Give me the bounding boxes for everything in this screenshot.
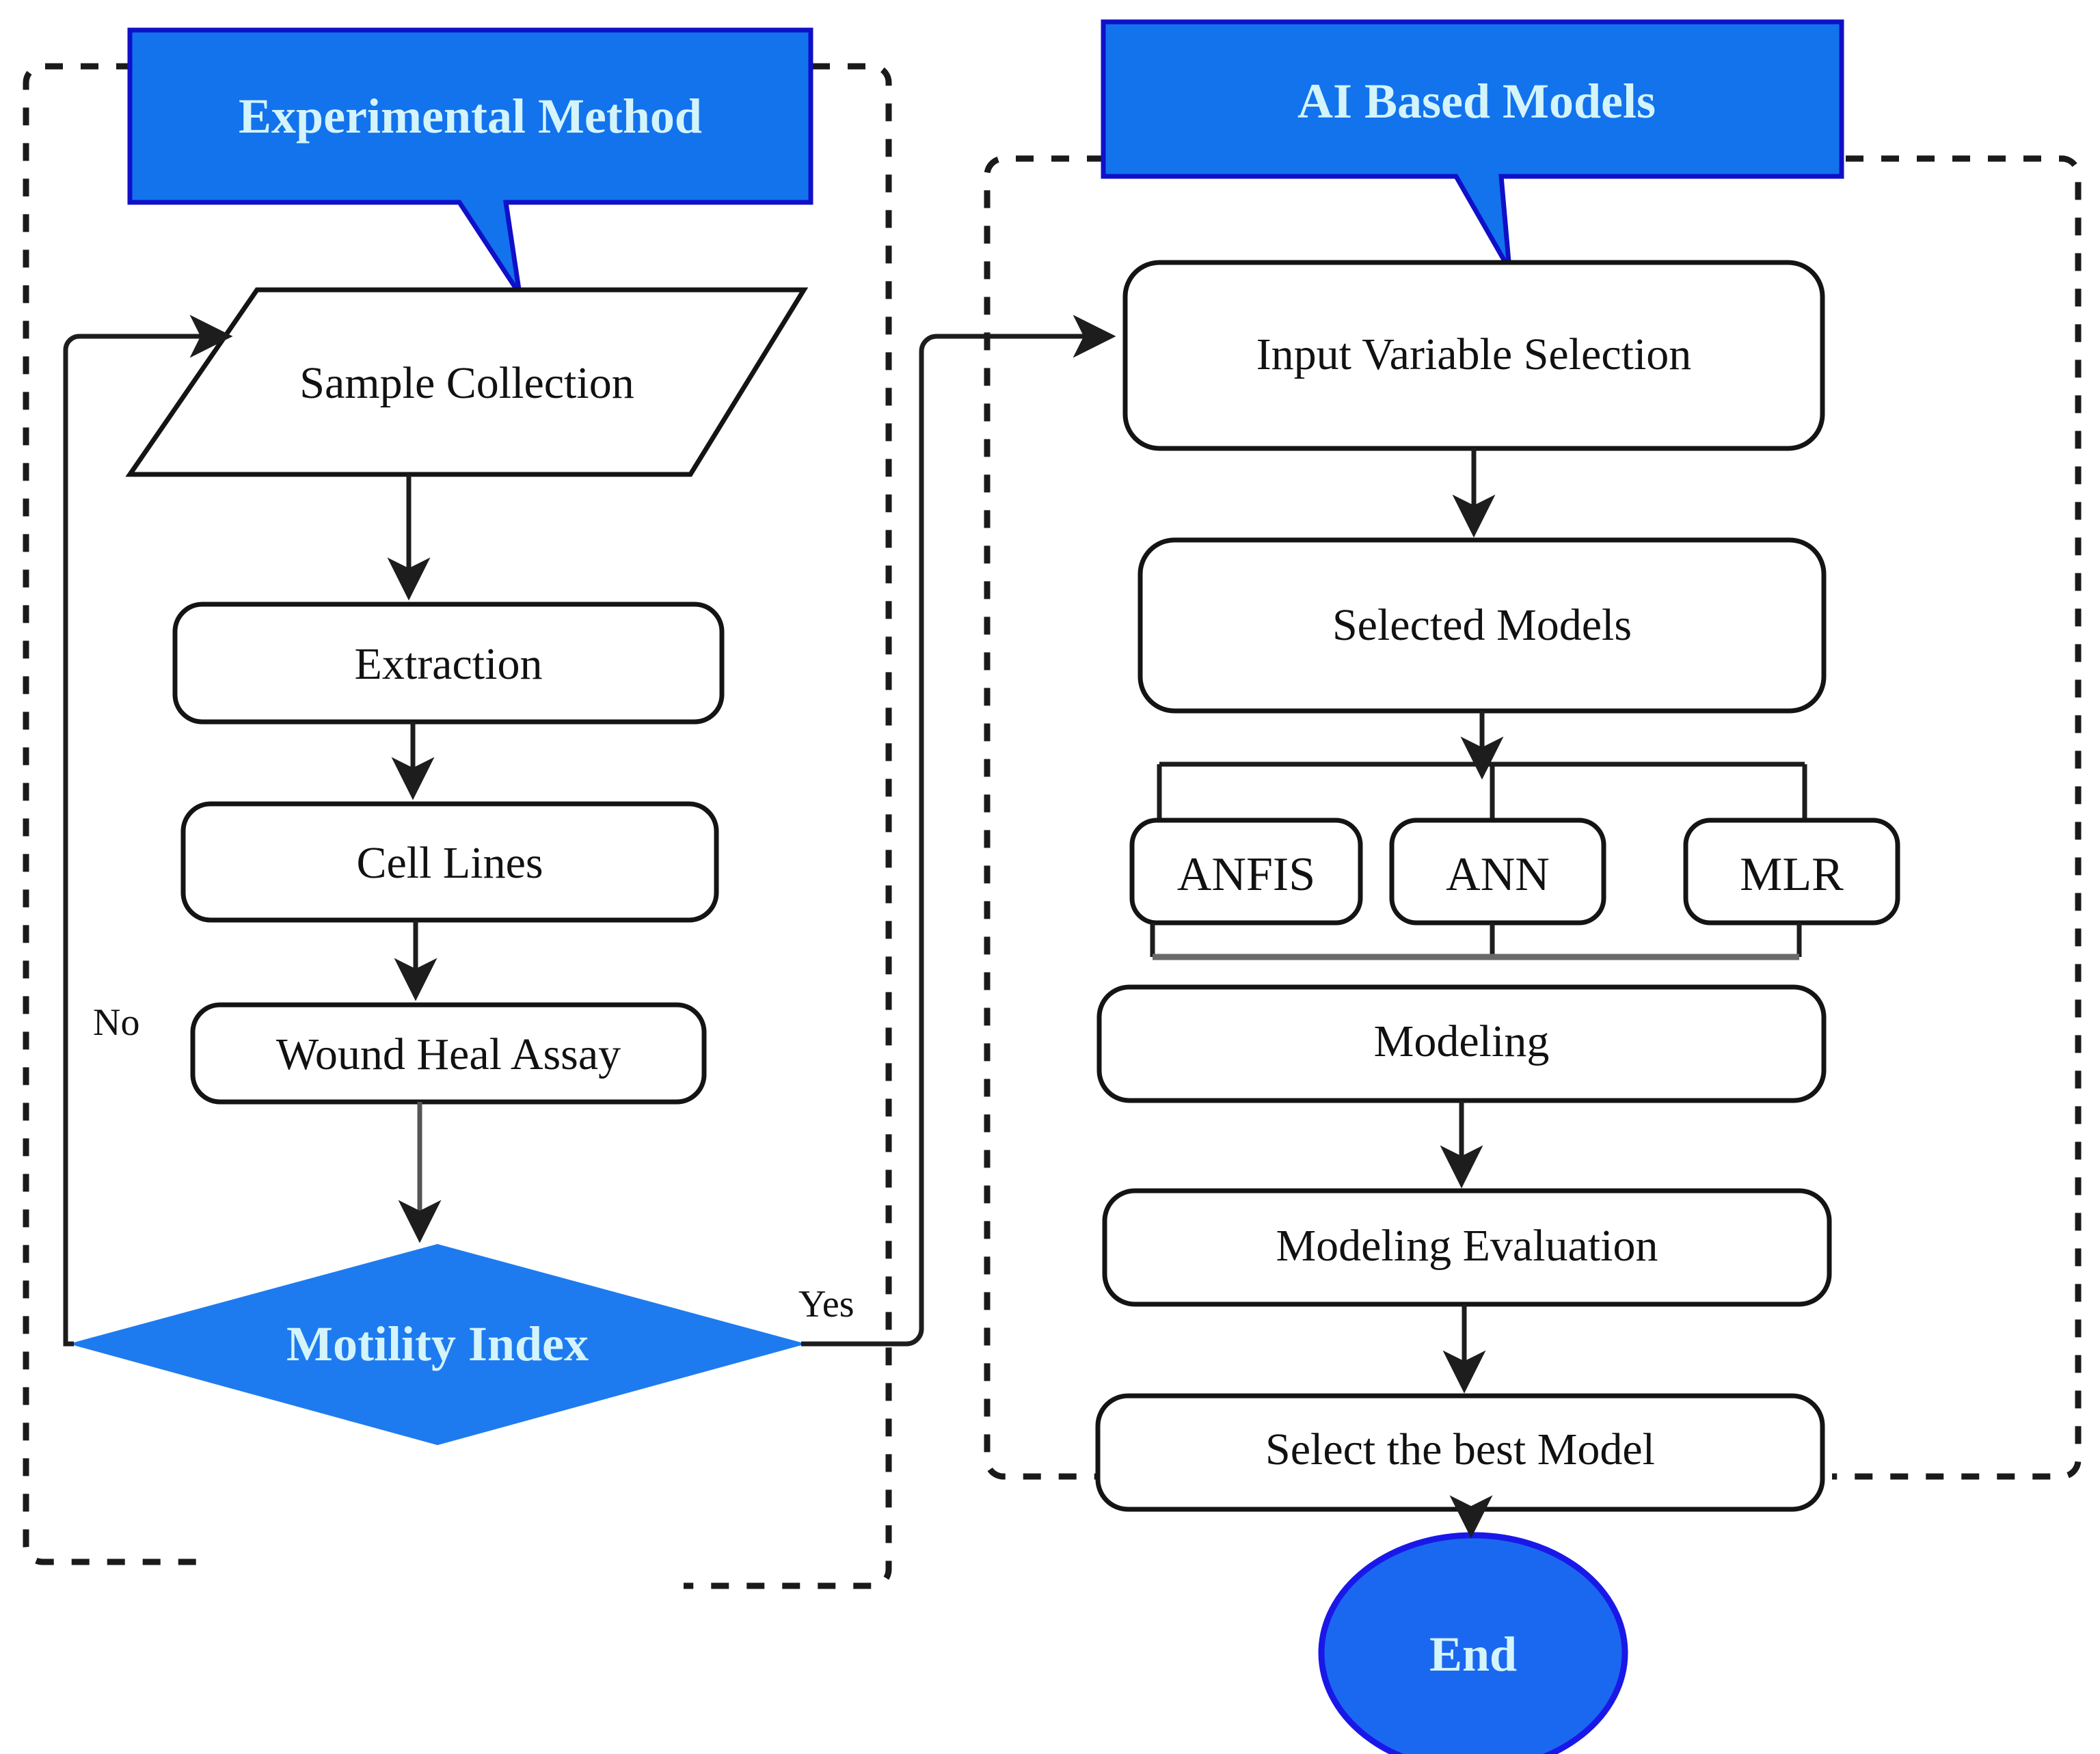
banner-ai-based-models-label: AI Based Models [1297,74,1656,129]
node-input-variable-selection-label: Input Variable Selection [1256,329,1692,379]
banner-ai-based-models [1101,19,1844,271]
node-anfis-label: ANFIS [1177,848,1315,901]
banner-experimental-method-label: Experimental Method [239,89,702,144]
node-end-label: End [1429,1627,1517,1682]
node-extraction-label: Extraction [355,639,543,689]
node-ann-label: ANN [1446,848,1550,901]
node-sample-collection[interactable] [125,287,809,477]
banner-experimental-method [127,27,813,295]
node-mlr-label: MLR [1740,848,1844,901]
node-select-best-model-label: Select the best Model [1265,1425,1655,1474]
node-anfis[interactable] [1129,818,1363,926]
edge-label-yes: Yes [798,1283,854,1325]
node-cell-lines[interactable] [180,801,719,923]
group-ai-dashed-border-left [984,155,1162,1480]
node-modeling-evaluation[interactable] [1102,1188,1832,1307]
node-ann[interactable] [1389,818,1606,926]
node-wound-heal-assay-label: Wound Heal Assay [276,1029,621,1079]
node-extraction[interactable] [172,602,725,725]
group-ai-dashed-border-right [1832,155,2082,1480]
node-mlr[interactable] [1683,818,1900,926]
node-wound-heal-assay[interactable] [190,1002,707,1105]
node-selected-models-label: Selected Models [1332,600,1632,650]
edge-label-no: No [93,1001,139,1044]
node-motility-index[interactable] [68,1243,807,1446]
connector-no-feedback-loop [63,314,233,1347]
node-sample-collection-label: Sample Collection [299,358,634,408]
node-modeling-label: Modeling [1374,1016,1550,1066]
connector-yes-to-input-variable-selection [801,314,1116,1347]
node-motility-index-label: Motility Index [286,1317,589,1371]
group-experimental-dashed-border-right [684,63,892,1589]
node-modeling-evaluation-label: Modeling Evaluation [1276,1221,1658,1271]
node-cell-lines-label: Cell Lines [356,838,543,888]
